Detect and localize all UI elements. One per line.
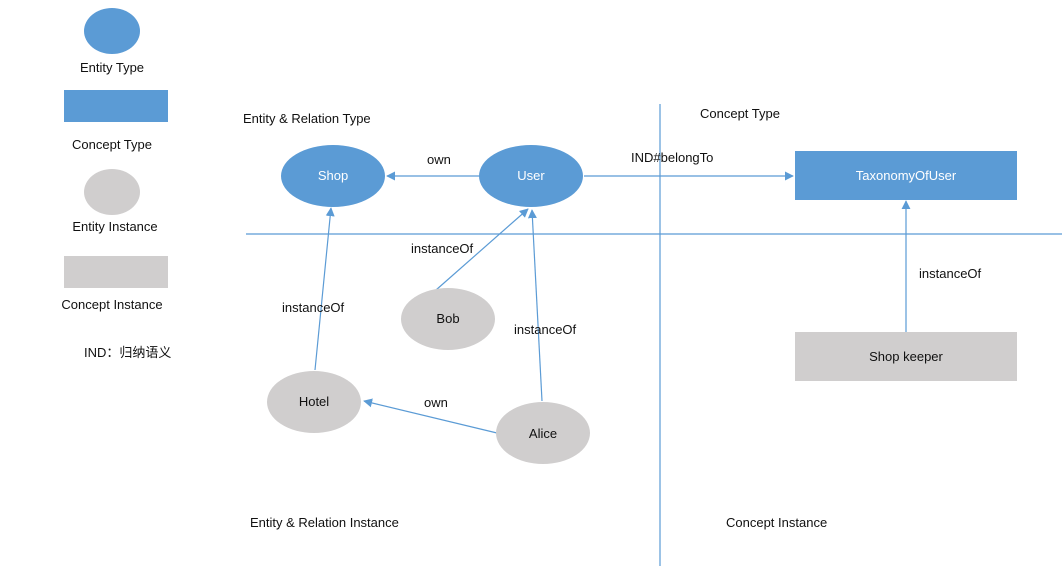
edge-alice-instanceof-user (527, 209, 543, 402)
node-hotel-label: Hotel (298, 394, 330, 409)
edge-label-keeper-instanceof: instanceOf (919, 266, 982, 281)
edge-label-alice-own-hotel: own (424, 395, 448, 410)
node-user[interactable] (479, 145, 583, 207)
legend-concept-type-shape (64, 90, 168, 122)
edge-label-hotel-instanceof: instanceOf (282, 300, 345, 315)
edge-label-alice-instanceof: instanceOf (514, 322, 577, 337)
region-concept-instance: Concept Instance (726, 515, 828, 530)
region-entity-relation-type: Entity & Relation Type (243, 111, 371, 126)
node-bob-label: Bob (436, 311, 460, 326)
edge-bob-instanceof-user (435, 208, 529, 291)
legend-concept-instance-shape (64, 256, 168, 288)
legend-ind-note: IND：归纳语义 (84, 345, 172, 360)
node-shop-label: Shop (317, 168, 349, 183)
node-alice-label: Alice (528, 426, 558, 441)
edge-alice-own-hotel (363, 398, 498, 434)
node-shop-keeper[interactable] (795, 332, 1017, 381)
edge-label-user-own-shop: own (427, 152, 451, 167)
node-user-label: User (517, 168, 545, 183)
region-concept-type: Concept Type (700, 106, 780, 121)
node-taxonomy-of-user[interactable] (795, 151, 1017, 200)
node-alice[interactable] (496, 402, 590, 464)
legend-entity-instance-label: Entity Instance (72, 219, 158, 234)
node-shop-keeper-label: Shop keeper (869, 349, 943, 364)
edge-label-user-belongto: IND#belongTo (631, 150, 714, 165)
legend-entity-instance-shape (84, 169, 140, 215)
node-shop[interactable] (281, 145, 385, 207)
legend-concept-instance-label: Concept Instance (61, 297, 163, 312)
legend-entity-type-label: Entity Type (79, 60, 145, 75)
legend-entity-type-shape (84, 8, 140, 54)
edge-hotel-instanceof-shop (314, 207, 335, 371)
edge-label-bob-instanceof: instanceOf (411, 241, 474, 256)
node-bob[interactable] (401, 288, 495, 350)
node-taxonomy-label: TaxonomyOfUser (855, 168, 957, 183)
legend-concept-type-label: Concept Type (72, 137, 152, 152)
node-hotel[interactable] (267, 371, 361, 433)
region-entity-relation-instance: Entity & Relation Instance (250, 515, 399, 530)
